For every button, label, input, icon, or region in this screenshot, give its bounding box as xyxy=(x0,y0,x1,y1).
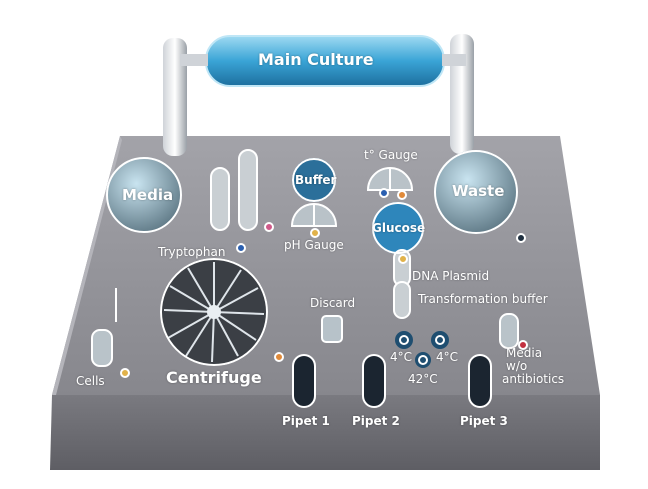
waste-bowl[interactable] xyxy=(434,150,518,234)
well-4c-left[interactable] xyxy=(399,335,409,345)
dna-plasmid-label: DNA Plasmid xyxy=(412,269,490,283)
pipet-2-slot[interactable] xyxy=(362,354,386,408)
media-wo-label-3: antibiotics xyxy=(502,372,565,386)
media-label: Media xyxy=(122,186,174,204)
centrifuge-label: Centrifuge xyxy=(166,368,262,387)
pipet-1-slot[interactable] xyxy=(292,354,316,408)
pipet-3-label: Pipet 3 xyxy=(460,414,508,428)
centrifuge-dot[interactable] xyxy=(274,352,284,362)
dna-plasmid-dot[interactable] xyxy=(398,254,408,264)
well-42c[interactable] xyxy=(418,355,428,365)
waste-dot[interactable] xyxy=(516,233,526,243)
pipet-1-label: Pipet 1 xyxy=(282,414,330,428)
well-4c-right[interactable] xyxy=(435,335,445,345)
temp-4c-right-label: 4°C xyxy=(436,350,459,364)
t-gauge-blue-dot[interactable] xyxy=(379,188,389,198)
t-gauge-orange-dot[interactable] xyxy=(397,190,407,200)
main-culture-label: Main Culture xyxy=(258,50,374,69)
ph-gauge-label: pH Gauge xyxy=(284,238,344,252)
temp-42c-label: 42°C xyxy=(408,372,438,386)
cells-label: Cells xyxy=(76,374,105,388)
media-wo-label-2: w/o xyxy=(506,359,528,373)
t-gauge-label: t° Gauge xyxy=(364,148,418,162)
tryptophan-pink-dot[interactable] xyxy=(264,222,274,232)
buffer-label: Buffer xyxy=(295,173,337,187)
tryptophan-dot[interactable] xyxy=(236,243,246,253)
ph-gauge-dot[interactable] xyxy=(310,228,320,238)
centrifuge[interactable] xyxy=(160,258,268,366)
transformation-buffer-label: Transformation buffer xyxy=(418,292,548,306)
glucose-label: Glucose xyxy=(372,221,426,235)
tryptophan-label: Tryptophan xyxy=(158,245,226,259)
discard-label: Discard xyxy=(310,296,356,310)
pipet-2-label: Pipet 2 xyxy=(352,414,400,428)
temp-4c-left-label: 4°C xyxy=(390,350,413,364)
media-wo-antibiotics-dot[interactable] xyxy=(518,340,528,350)
pipet-3-slot[interactable] xyxy=(468,354,492,408)
waste-label: Waste xyxy=(452,182,505,200)
cells-dot[interactable] xyxy=(120,368,130,378)
glucose-bowl[interactable] xyxy=(372,202,424,254)
buffer-bowl[interactable] xyxy=(292,158,336,202)
media-bowl[interactable] xyxy=(106,157,182,233)
media-wo-label-1: Media xyxy=(506,346,543,360)
